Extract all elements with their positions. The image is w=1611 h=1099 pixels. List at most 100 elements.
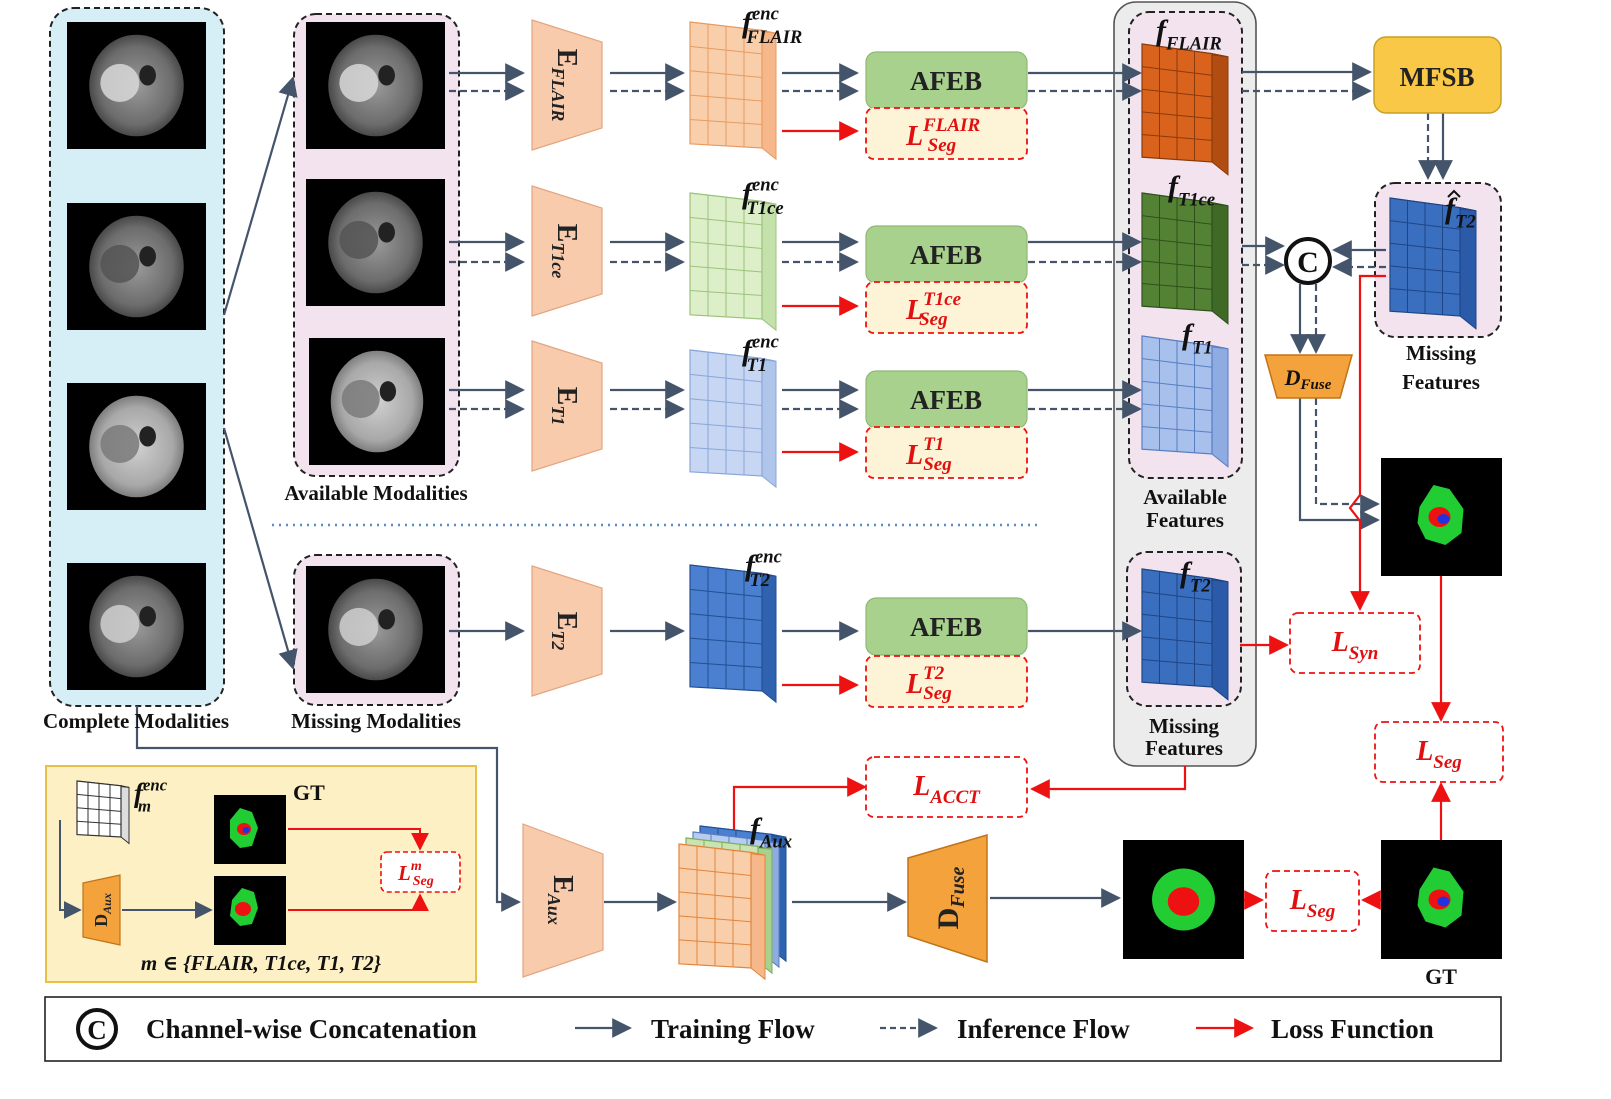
complete-to-available-arrow	[222, 76, 298, 316]
missing-to-lacct	[1030, 766, 1187, 799]
encoder-flair: EFLAIR	[531, 19, 603, 151]
encoder-t1: ET1	[531, 340, 603, 472]
dfuse-to-seg-solid	[1298, 398, 1380, 530]
inset-pred-image	[214, 876, 286, 945]
afeb-t2	[865, 597, 1028, 656]
afeb-t1ce-label: AFEB	[910, 240, 982, 270]
svg-text:ET1ce: ET1ce	[548, 224, 582, 279]
available-features-label-1: Available	[1143, 485, 1227, 509]
feature-label-t1: fT1	[1182, 318, 1213, 359]
inset-feature-grid	[76, 780, 130, 845]
loss-seg-flair	[865, 107, 1028, 160]
fhat-to-lsyn	[1348, 274, 1386, 611]
enc-grid-flair	[689, 21, 777, 161]
aux-feature-label: fAux	[750, 812, 792, 853]
complete-to-missing-arrow	[222, 427, 298, 670]
complete-modalities-label: Complete Modalities	[43, 709, 229, 733]
concat-symbol-letter: C	[1297, 246, 1319, 279]
legend-concat-icon	[76, 1008, 118, 1050]
inset-loss-box	[380, 851, 461, 893]
missing-modalities-label: Missing Modalities	[291, 709, 461, 733]
encoder-aux: EAux	[522, 823, 604, 978]
loss-seg-right-box	[1374, 721, 1504, 783]
afeb-t1-label: AFEB	[910, 385, 982, 415]
feature-label-t2: fT2	[1180, 556, 1211, 597]
mfsb-label: MFSB	[1399, 62, 1474, 92]
concat-symbol	[1284, 237, 1332, 285]
svg-text:ET2: ET2	[548, 612, 582, 651]
inset-gt-to-loss	[288, 828, 429, 851]
inset-decoder-shape	[82, 874, 121, 946]
available-t1-image	[309, 338, 445, 465]
dfuse-small-label: DFuse	[1284, 365, 1332, 393]
loss-seg-bottom-box	[1265, 870, 1360, 932]
legend-concat-icon-letter: C	[87, 1015, 107, 1045]
loss-acct-box-label: LACCT	[912, 771, 981, 808]
legend-inference-label: Inference Flow	[957, 1014, 1130, 1044]
inset-gt-label: GT	[293, 780, 325, 805]
inset-decoder-label: DAux	[91, 893, 114, 927]
loss-seg-right-box-label: LSeg	[1415, 736, 1462, 773]
loss-syn-box	[1289, 612, 1421, 674]
mfsb-box	[1373, 36, 1502, 114]
available-flair-image	[306, 22, 445, 149]
available-features-label-2: Features	[1146, 508, 1224, 532]
inset-grid-to-decoder	[59, 820, 82, 919]
aux-seg-output-image	[1123, 840, 1244, 959]
complete-t2-image	[67, 563, 206, 690]
encoder-t2: ET2	[531, 565, 603, 697]
feature-cube-fhat-t2	[1389, 197, 1477, 330]
feature-label-fhat-t2: fT2	[1445, 192, 1476, 233]
complete-to-aux-arrow	[135, 706, 521, 912]
loss-acct-box	[865, 756, 1028, 818]
dfuse-big-decoder: DFuse	[907, 834, 988, 964]
loss-seg-t2	[865, 655, 1028, 708]
gt-image	[1381, 840, 1502, 959]
complete-flair-image	[67, 22, 206, 149]
inset-set-text: m ∈ {FLAIR, T1ce, T1, T2}	[141, 951, 382, 975]
legend-loss-label: Loss Function	[1271, 1014, 1434, 1044]
feature-cube-t1ce	[1141, 192, 1229, 325]
loss-syn-box-label: LSyn	[1331, 627, 1379, 664]
svg-text:EFLAIR: EFLAIR	[548, 49, 582, 122]
enc-grid-t2	[689, 564, 777, 704]
legend-box	[44, 996, 1502, 1062]
missing-features-right-label-2: Features	[1402, 370, 1480, 394]
feature-label-t1ce: fT1ce	[1168, 170, 1215, 211]
missing-t2-image	[306, 566, 445, 693]
dfuse-small-decoder	[1264, 354, 1353, 399]
seg-output-image	[1381, 458, 1502, 576]
svg-text:DFuse: DFuse	[932, 866, 969, 929]
feature-label-flair: fFLAIR	[1156, 14, 1222, 55]
hat-accent-icon	[1447, 189, 1461, 198]
gt-label: GT	[1425, 964, 1457, 989]
legend-concat-label: Channel-wise Concatenation	[146, 1014, 477, 1044]
missing-features-label-2: Features	[1145, 736, 1223, 760]
aux-grid-layer-flair	[678, 843, 766, 981]
loss-seg-bottom-box-label: LSeg	[1289, 885, 1336, 922]
inset-pred-to-loss	[288, 893, 429, 912]
available-modalities-label: Available Modalities	[284, 481, 467, 505]
afeb-t2-label: AFEB	[910, 612, 982, 642]
enc-grid-t1ce	[689, 192, 777, 332]
loss-seg-t1ce	[865, 281, 1028, 334]
missing-features-right-label-1: Missing	[1406, 341, 1477, 365]
afeb-flair-label: AFEB	[910, 66, 982, 96]
complete-t1ce-image	[67, 203, 206, 330]
aux-grid-to-lacct	[732, 777, 867, 838]
available-t1ce-image	[306, 179, 445, 306]
svg-text:EAux: EAux	[544, 875, 578, 925]
legend-training-label: Training Flow	[651, 1014, 815, 1044]
loss-seg-t1	[865, 426, 1028, 479]
feature-cube-t1	[1141, 335, 1229, 468]
inset-gt-image	[214, 795, 286, 864]
